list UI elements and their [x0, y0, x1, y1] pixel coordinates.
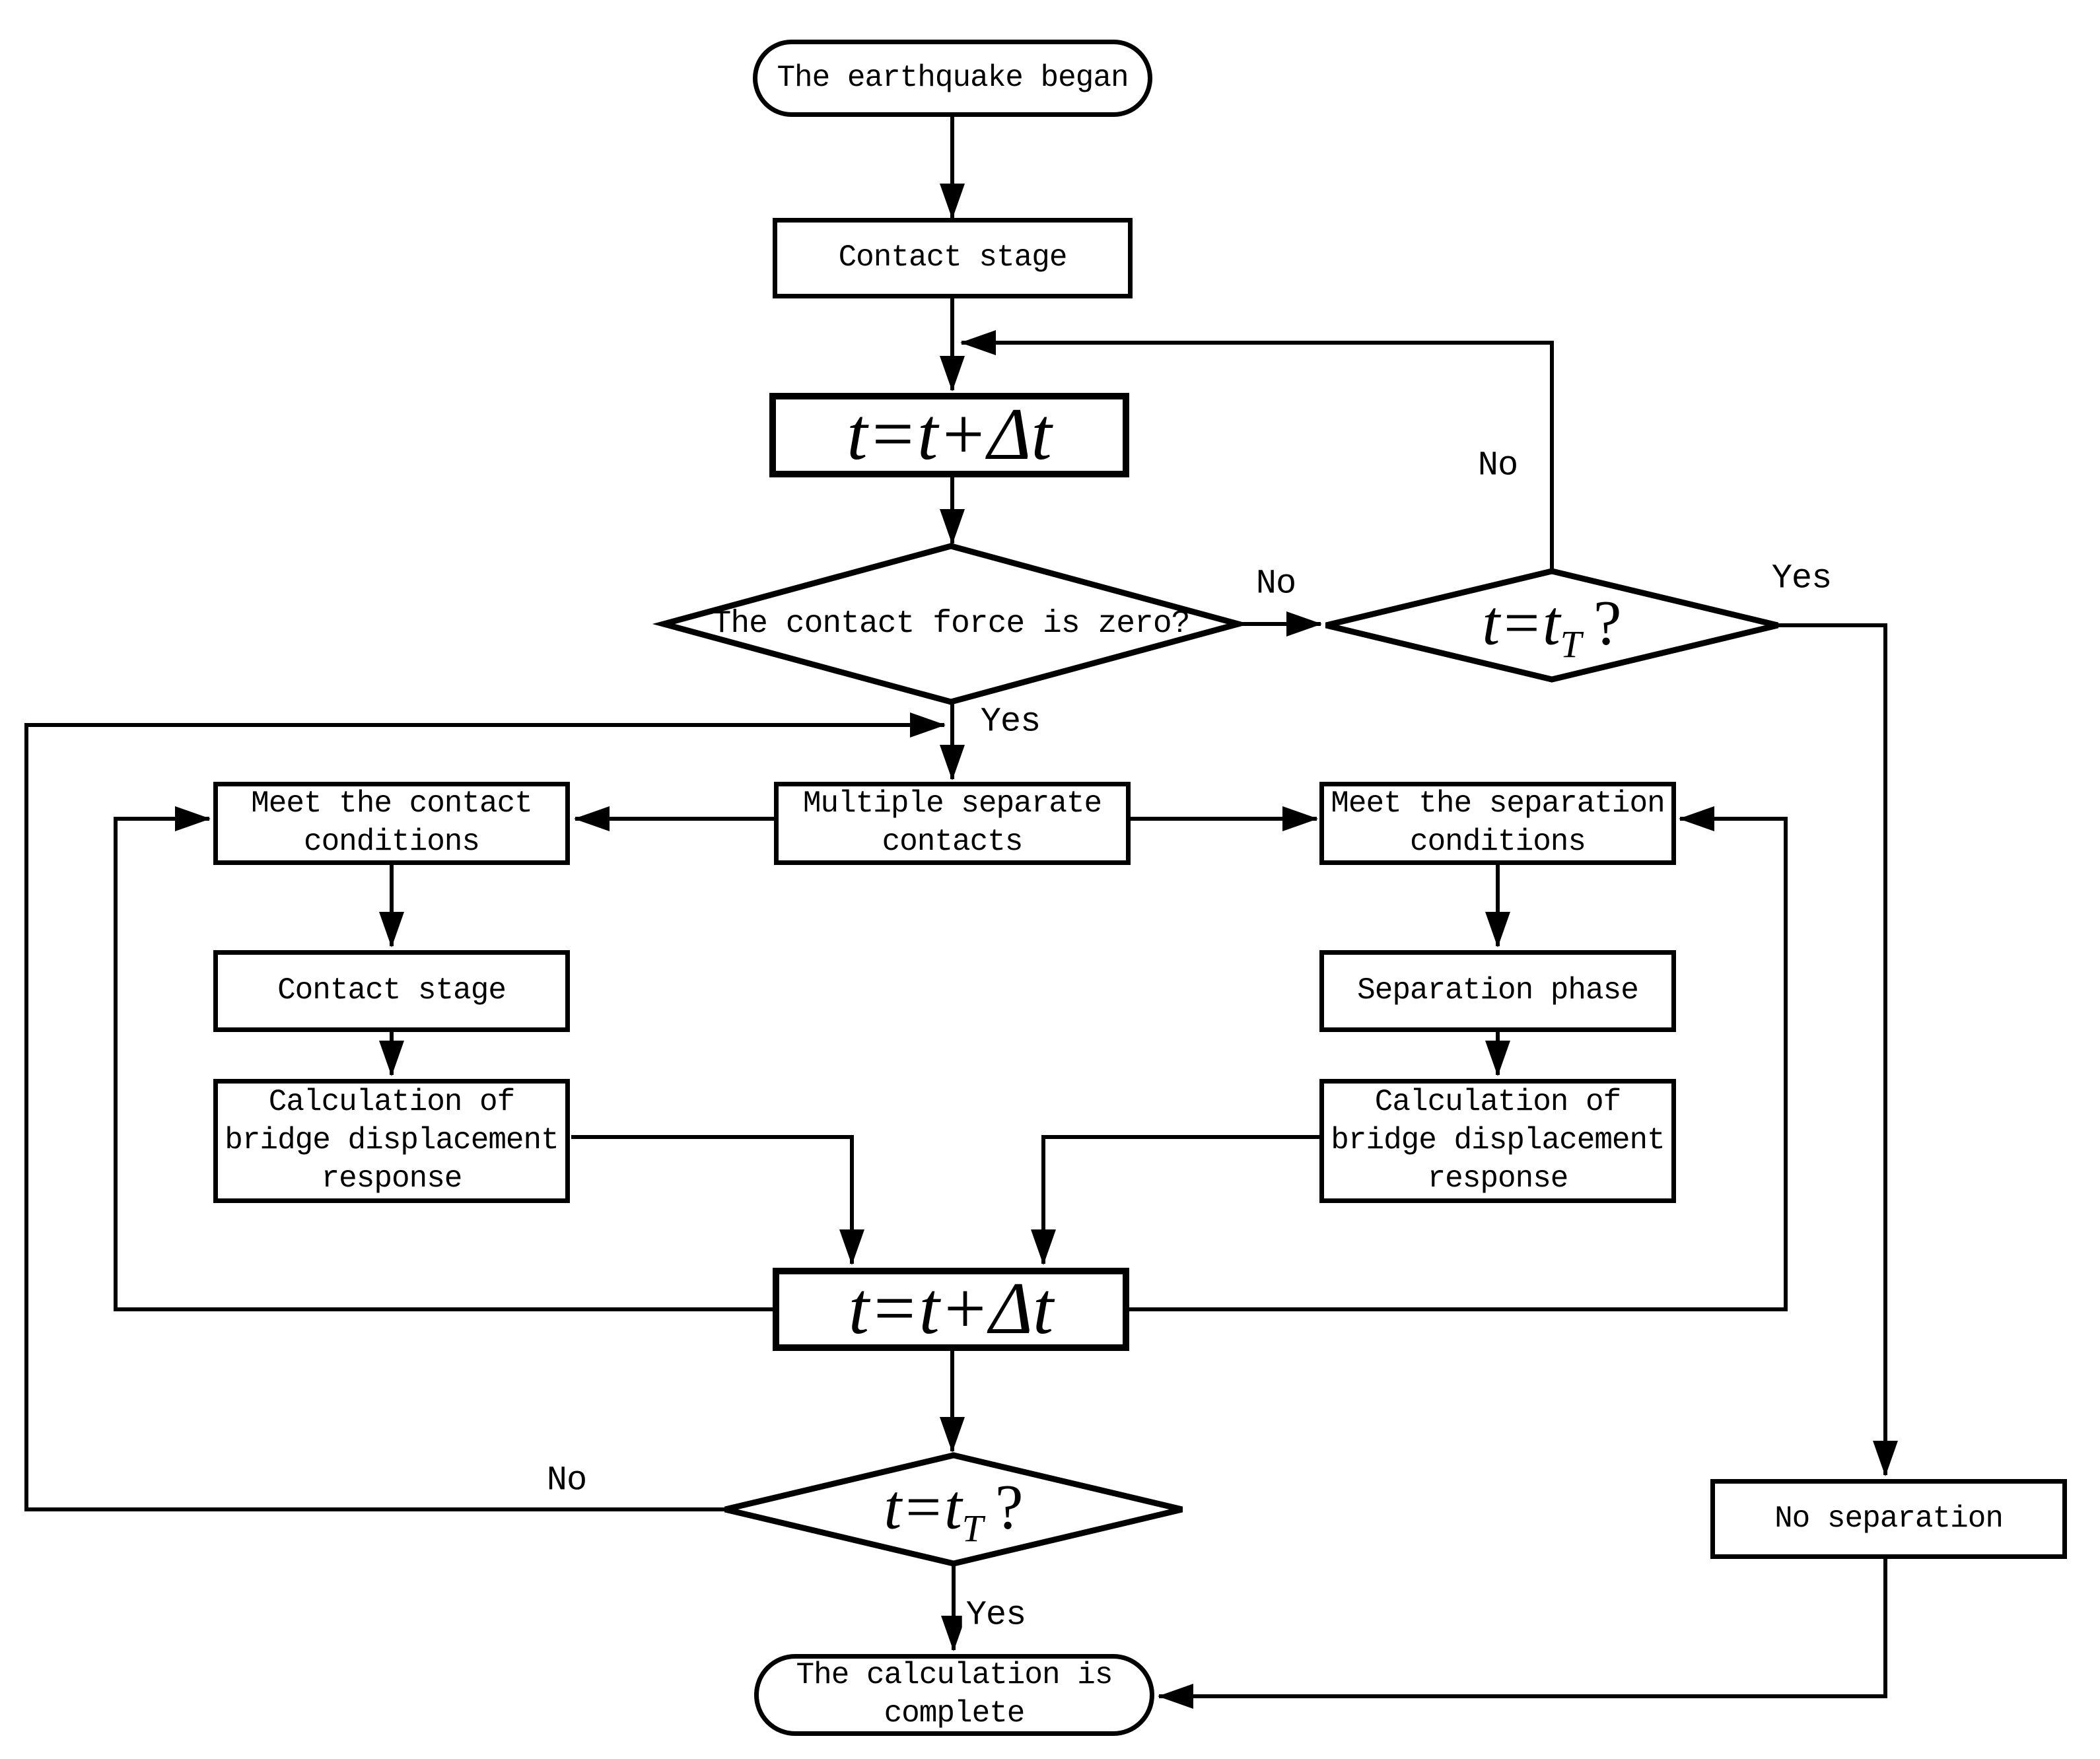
time-end-decision-top-shape — [1325, 568, 1779, 683]
edge-no-bottom-loop — [24, 712, 946, 1511]
bridge-displacement-calc-left-node: Calculation of bridge displacement respo… — [213, 1079, 570, 1203]
contact-force-zero-decision-label: The contact force is zero? — [712, 606, 1191, 642]
bridge-displacement-calc-right-node: Calculation of bridge displacement respo… — [1319, 1079, 1676, 1203]
time-end-decision-top-label: t=tT? — [1482, 586, 1622, 664]
end-line1: The calculation is — [796, 1658, 1113, 1693]
multiple-separate-contacts-line1: Multiple separate — [802, 786, 1102, 821]
calc-left-line1: Calculation of — [268, 1085, 515, 1120]
edge-noseparation-to-end — [1158, 1559, 1887, 1709]
time-end-top-sub: T — [1560, 623, 1582, 666]
edge-label-no-bottom: No — [542, 1461, 591, 1500]
start-label: The earthquake began — [777, 60, 1129, 95]
no-separation-node: No separation — [1710, 1479, 2067, 1559]
meet-separation-conditions-line1: Meet the separation — [1331, 786, 1665, 821]
time-end-decision-bottom-label: t=tT? — [884, 1470, 1024, 1548]
edge-label-no-top-loop: No — [1473, 446, 1522, 485]
time-step-1-label: t=t+Δt — [847, 394, 1052, 476]
contact-force-zero-decision-shape — [652, 543, 1250, 705]
meet-separation-conditions-node: Meet the separation conditions — [1319, 782, 1676, 865]
edge-label-no-between: No — [1251, 564, 1300, 604]
end-node: The calculation is complete — [754, 1654, 1154, 1736]
calc-left-line2: bridge displacement — [225, 1123, 559, 1158]
separation-phase-node: Separation phase — [1319, 950, 1676, 1032]
contact-stage-top-label: Contact stage — [838, 240, 1068, 275]
edge-calcright-to-timestep2 — [1031, 1135, 1319, 1265]
edge-label-yes-top-right: Yes — [1767, 559, 1836, 598]
multiple-separate-contacts-node: Multiple separate contacts — [774, 782, 1131, 865]
time-step-2-label: t=t+Δt — [848, 1268, 1054, 1350]
time-step-2-node: t=t+Δt — [773, 1268, 1129, 1351]
edge-timestep2-loop-right — [1129, 806, 1788, 1311]
contact-stage-left-label: Contact stage — [277, 973, 507, 1008]
time-end-bottom-sub: T — [962, 1507, 983, 1550]
end-line2: complete — [884, 1696, 1026, 1731]
meet-contact-conditions-line2: conditions — [303, 825, 480, 859]
time-step-1-node: t=t+Δt — [769, 393, 1129, 477]
time-end-top-qmark: ? — [1593, 587, 1622, 658]
calc-left-line3: response — [321, 1161, 463, 1196]
multiple-separate-contacts-line2: contacts — [882, 825, 1024, 859]
calc-right-line2: bridge displacement — [1331, 1123, 1665, 1158]
time-end-top-main: t=t — [1482, 587, 1560, 658]
calc-right-line3: response — [1427, 1161, 1569, 1196]
edge-timestep2-loop-left — [114, 806, 774, 1311]
start-node: The earthquake began — [753, 40, 1152, 117]
contact-stage-top-node: Contact stage — [773, 218, 1133, 298]
edge-label-yes-mid: Yes — [976, 702, 1045, 742]
time-end-bottom-main: t=t — [884, 1471, 962, 1542]
edge-label-yes-bottom: Yes — [962, 1595, 1030, 1635]
time-end-decision-bottom-shape — [724, 1452, 1183, 1567]
meet-contact-conditions-line1: Meet the contact — [251, 786, 533, 821]
no-separation-label: No separation — [1774, 1501, 2004, 1536]
meet-separation-conditions-line2: conditions — [1409, 825, 1586, 859]
separation-phase-label: Separation phase — [1357, 973, 1639, 1008]
meet-contact-conditions-node: Meet the contact conditions — [213, 782, 570, 865]
contact-stage-left-node: Contact stage — [213, 950, 570, 1032]
time-end-bottom-qmark: ? — [995, 1471, 1024, 1542]
edge-no-loop-top — [960, 330, 1554, 571]
edge-calcleft-to-timestep2 — [571, 1135, 864, 1265]
calc-right-line1: Calculation of — [1374, 1085, 1621, 1120]
edge-yes-to-noseparation — [1778, 623, 1898, 1476]
